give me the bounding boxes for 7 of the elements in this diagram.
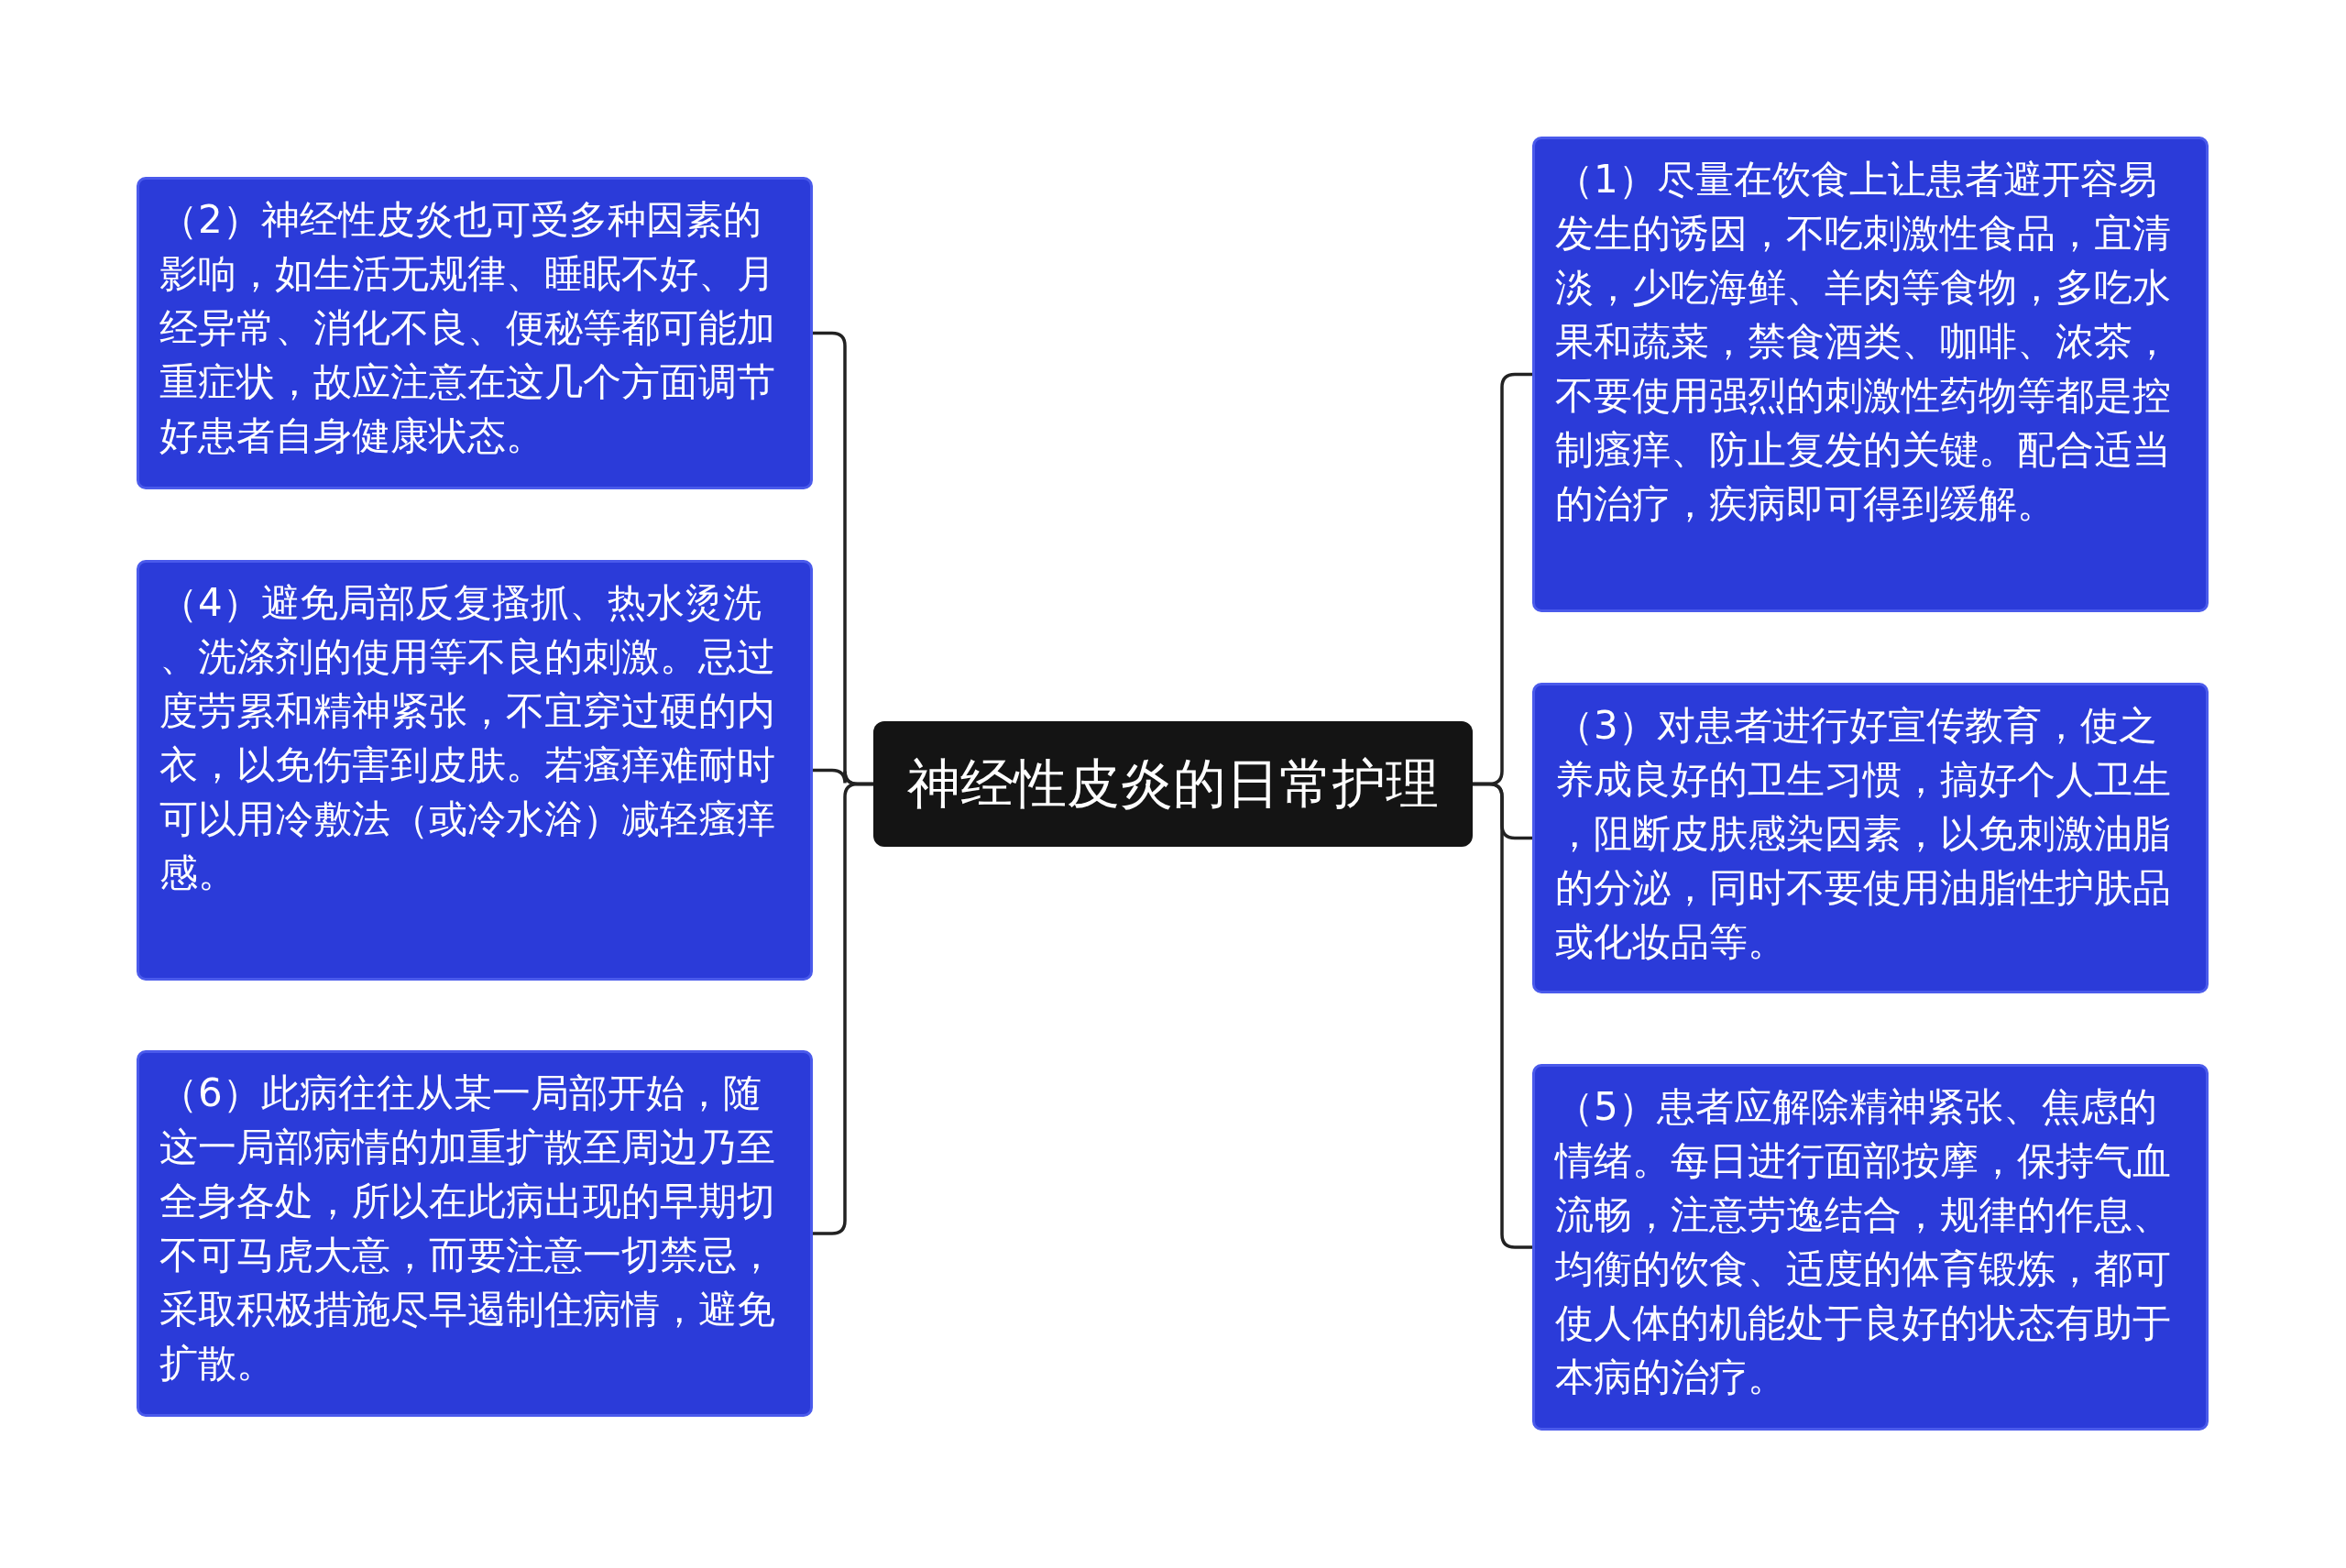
topic-box: （5）患者应解除精神紧张、焦虑的情绪。每日进行面部按摩，保持气血流畅，注意劳逸结合，规律的作息、均衡的饮食、适度的体育锻炼，都可使人体的机能处于良好的状态有助于本病的治疗。 <box>1532 1064 2209 1431</box>
topic-box: （6）此病往往从某一局部开始，随这一局部病情的加重扩散至周边乃至全身各处，所以在此病出现的早期切不可马虎大意，而要注意一切禁忌，采取积极措施尽早遏制住病情，避免扩散。 <box>137 1050 813 1417</box>
central-topic-box: 神经性皮炎的日常护理 <box>873 721 1473 847</box>
topic-box: （4）避免局部反复搔抓、热水烫洗、洗涤剂的使用等不良的刺激。忌过度劳累和精神紧张，不宜穿过硬的内衣，以免伤害到皮肤。若瘙痒难耐时可以用冷敷法（或冷水浴）减轻瘙痒感。 <box>137 560 813 981</box>
topic-box: （1）尽量在饮食上让患者避开容易发生的诱因，不吃刺激性食品，宜清淡，少吃海鲜、羊肉等食物，多吃水果和蔬菜，禁食酒类、咖啡、浓茶，不要使用强烈的刺激性药物等都是控制瘙痒、防止复发的关键。配合适当的治疗，疾病即可得到缓解。 <box>1532 137 2209 612</box>
topic-box: （3）对患者进行好宣传教育，使之养成良好的卫生习惯，搞好个人卫生，阻断皮肤感染因素，以免刺激油脂的分泌，同时不要使用油脂性护肤品或化妆品等。 <box>1532 683 2209 993</box>
topic-box: （2）神经性皮炎也可受多种因素的影响，如生活无规律、睡眠不好、月经异常、消化不良、便秘等都可能加重症状，故应注意在这几个方面调节好患者自身健康状态。 <box>137 177 813 489</box>
